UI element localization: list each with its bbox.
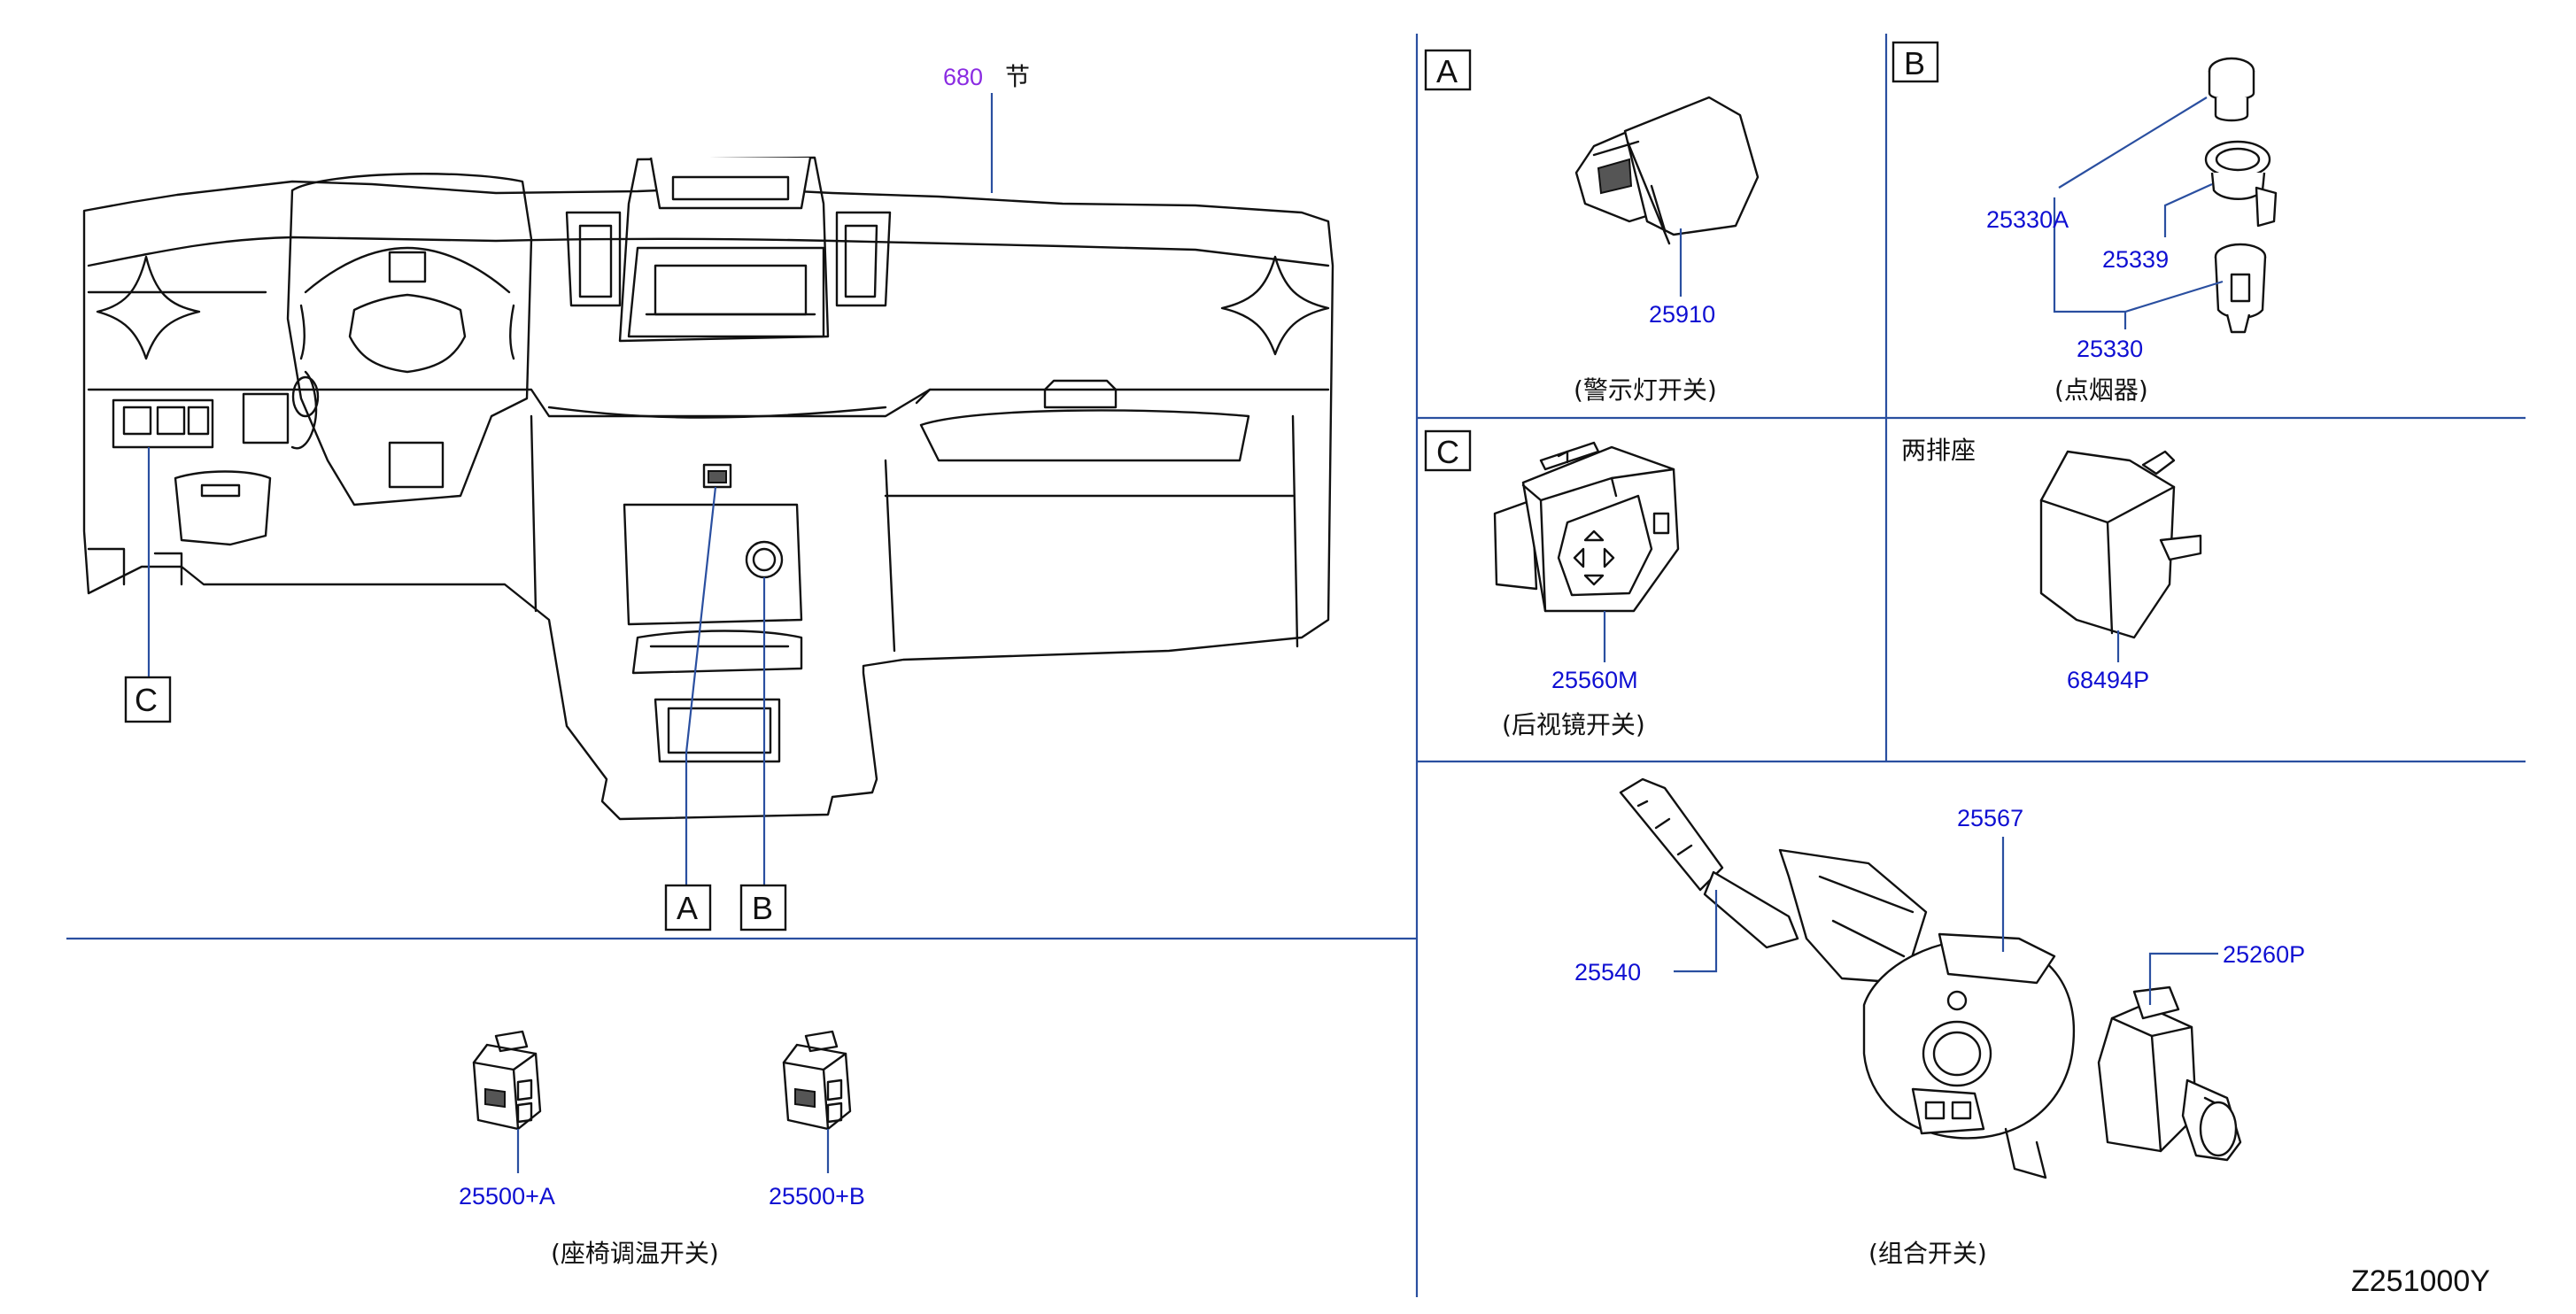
callout-label-b: B: [752, 890, 773, 926]
dashboard-illustration: [82, 156, 1334, 821]
section-char: 节: [1005, 62, 1030, 91]
panel-a: A 25910 (警示灯开关): [1424, 49, 1760, 405]
main-leaders: [147, 93, 994, 885]
part-68494p: 68494P: [2067, 667, 2149, 693]
panel-c-caption: (后视镜开关): [1502, 710, 1645, 739]
panel-b: B 25330A 25339 25330 (点烟器): [1891, 41, 2278, 405]
hazard-switch-illustration: [1574, 96, 1760, 245]
panel-c: C 25560M (后视镜开关): [1424, 429, 1680, 739]
part-25330: 25330: [2077, 336, 2143, 362]
panel-f: 25500+A 25500+B (座椅调温开关): [459, 1030, 865, 1268]
connector-illustration: [2039, 450, 2202, 639]
panel-grid: [66, 34, 2526, 1297]
part-25339: 25339: [2102, 246, 2169, 273]
callout-label-c: C: [135, 682, 158, 718]
callout-box-a: A: [664, 884, 712, 931]
part-25560m: 25560M: [1551, 667, 1638, 693]
diagram-code: Z251000Y: [2351, 1264, 2490, 1298]
panel-e: 25567 25540 25260P (组合开关): [1574, 777, 2305, 1268]
part-25567: 25567: [1957, 805, 2023, 831]
panel-b-caption: (点烟器): [2054, 375, 2148, 405]
part-25500-b: 25500+B: [769, 1183, 865, 1210]
mirror-switch-illustration: [1493, 441, 1680, 613]
cigarette-lighter-illustration: [2204, 57, 2278, 334]
panel-a-caption: (警示灯开关): [1574, 375, 1717, 405]
panel-a-box-label: A: [1436, 53, 1458, 89]
panel-b-box-label: B: [1904, 45, 1925, 81]
callout-box-c: C: [124, 676, 172, 723]
section-number: 680: [943, 64, 983, 90]
panel-d-title: 两排座: [1901, 436, 1976, 465]
part-25910: 25910: [1649, 301, 1715, 328]
panel-e-caption: (组合开关): [1868, 1239, 1987, 1268]
callout-box-b: B: [739, 884, 787, 931]
part-25500-a: 25500+A: [459, 1183, 555, 1210]
panel-c-box-label: C: [1436, 434, 1459, 470]
combination-switch-illustration: [1619, 777, 2242, 1179]
seat-switch-b-illustration: [782, 1030, 852, 1131]
part-25330a: 25330A: [1986, 206, 2069, 233]
panel-d: 两排座 68494P: [1901, 436, 2202, 693]
callout-label-a: A: [677, 890, 698, 926]
panel-f-caption: (座椅调温开关): [551, 1239, 719, 1268]
part-25260p: 25260P: [2223, 941, 2305, 968]
part-25540: 25540: [1574, 959, 1641, 985]
seat-switch-a-illustration: [472, 1030, 542, 1131]
